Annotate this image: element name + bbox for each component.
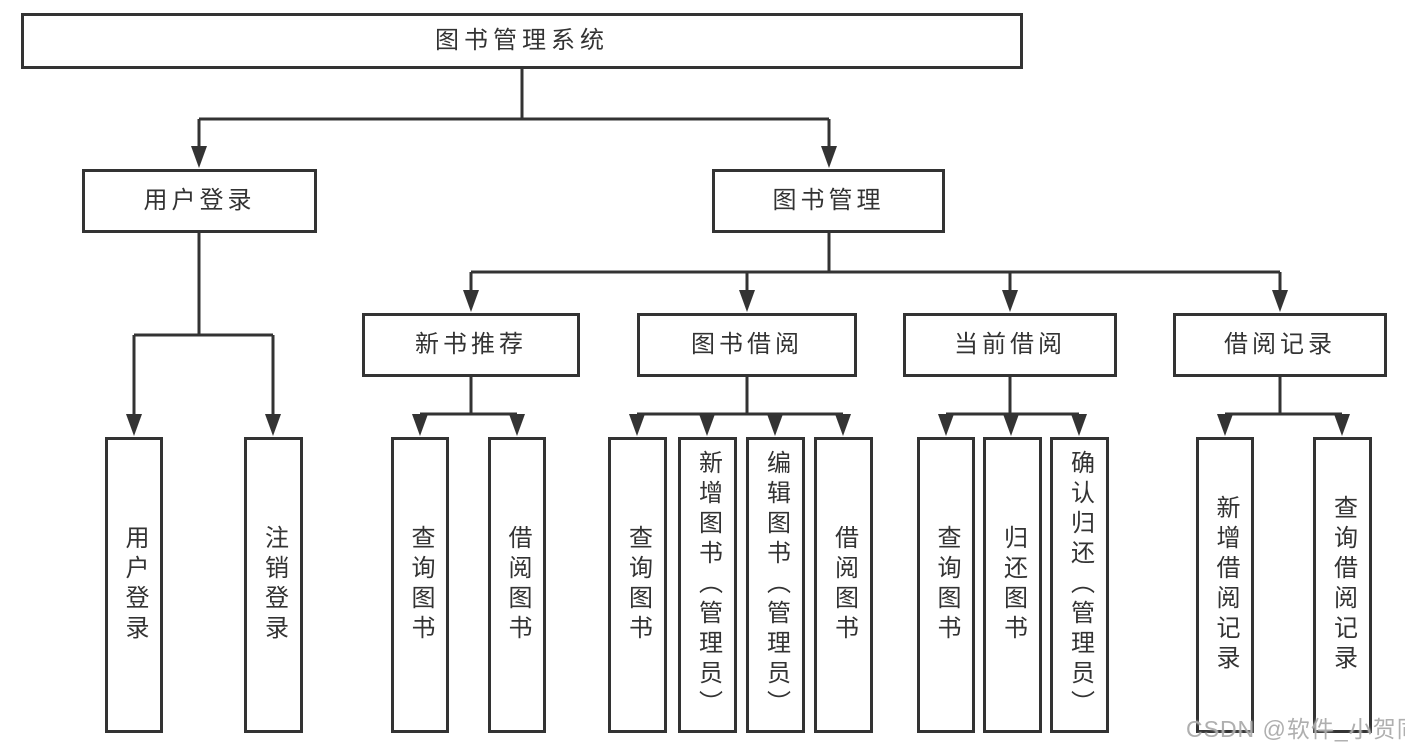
node-borrow-records: 借阅记录 <box>1173 313 1387 377</box>
node-user-login: 用户登录 <box>82 169 317 233</box>
leaf-current-query-books: 查询图书 <box>917 437 975 733</box>
leaf-borrow-add-books-admin: 新增图书（管理员） <box>678 437 737 733</box>
csdn-watermark: CSDN @软件_小贺同学 <box>1186 716 1405 742</box>
leaf-borrow-edit-books-admin: 编辑图书（管理员） <box>746 437 805 733</box>
leaf-current-confirm-return-admin: 确认归还（管理员） <box>1050 437 1109 733</box>
leaf-current-return-books: 归还图书 <box>983 437 1042 733</box>
leaf-newbook-query-books: 查询图书 <box>391 437 449 733</box>
leaf-logout-login: 注销登录 <box>244 437 303 733</box>
node-book-borrow: 图书借阅 <box>637 313 857 377</box>
leaf-records-add-borrow-record: 新增借阅记录 <box>1196 437 1254 733</box>
node-library-system: 图书管理系统 <box>21 13 1023 69</box>
node-current-borrow: 当前借阅 <box>903 313 1117 377</box>
arrowheads <box>126 146 1350 436</box>
leaf-borrow-borrow-books: 借阅图书 <box>814 437 873 733</box>
leaf-borrow-query-books: 查询图书 <box>608 437 667 733</box>
leaf-newbook-borrow-books: 借阅图书 <box>488 437 546 733</box>
leaf-user-login: 用户登录 <box>105 437 163 733</box>
node-book-management: 图书管理 <box>712 169 945 233</box>
leaf-records-query-borrow-record: 查询借阅记录 <box>1313 437 1372 733</box>
node-new-book-recommend: 新书推荐 <box>362 313 580 377</box>
